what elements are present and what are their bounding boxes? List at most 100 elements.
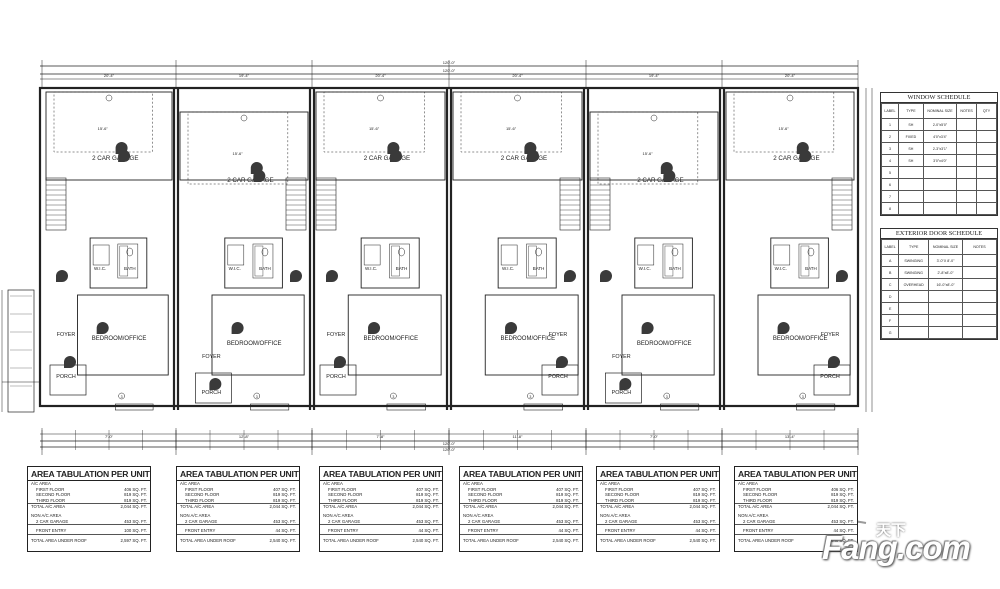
location-tag [64,356,76,368]
schedule-cell [962,266,997,279]
front-window [386,403,426,411]
unit-subdim-text: 7'-0" [650,434,659,439]
total-roof-row-label: TOTAL AREA UNDER ROOF [323,537,379,543]
schedule-cell [928,326,964,339]
third-floor-row-label: THIRD FLOOR [328,497,358,503]
location-tag [777,322,790,334]
schedule-cell [962,278,997,291]
wic-label: W.I.C. [775,266,787,271]
third-floor-row-value: 819 SQ. FT. [416,497,439,503]
garage-label: 2 CAR GARAGE [501,155,547,162]
garage-row-value: 453 SQ. FT. [416,518,439,524]
first-floor-row: FIRST FLOOR 407 SQ. FT. [177,487,299,493]
toilet-fixture [671,247,679,257]
garage-row-label: 2 CAR GARAGE [36,518,69,524]
schedule-cell [976,142,997,155]
total-ac-row-label: TOTAL A/C AREA [600,504,635,510]
third-floor-row-label: THIRD FLOOR [468,497,498,503]
schedule-cell: SH [897,142,924,155]
front-marker-label: 3 [256,395,258,399]
second-floor-row-value: 819 SQ. FT. [831,492,854,498]
front-marker [118,392,125,400]
garage-dim-text: 15'-6" [98,126,109,131]
third-floor-row-value: 819 SQ. FT. [273,497,296,503]
bedroom-room [757,294,851,376]
non-ac-heading-label: NON A/C AREA [31,512,62,518]
schedule-cell [898,302,930,315]
schedule-cell [976,118,997,131]
schedule-header-cell: LABEL [881,103,899,119]
watermark-cn: 天下 [876,521,907,539]
schedule-cell: C [880,278,900,291]
location-tag [663,170,676,182]
area-tabulation-title: AREA TABULATION PER UNIT [177,467,299,481]
stair [559,177,581,231]
bath-room [526,243,547,279]
third-floor-row-label: THIRD FLOOR [605,497,635,503]
ac-area-heading-label: A/C AREA [600,481,620,486]
bedroom-room [484,294,579,376]
porch-area [813,364,851,396]
first-floor-row-label: FIRST FLOOR [743,486,772,492]
schedule-cell: G [880,326,900,339]
schedule-cell: FIXED [897,130,924,143]
garage-room [452,91,583,181]
schedule-cell: 4'0"x3'4" [922,130,958,143]
third-floor-row-value: 819 SQ. FT. [693,497,716,503]
second-floor-row-label: SECOND FLOOR [185,492,220,498]
garage-room [589,111,719,181]
unit-width-text: 19'-4" [239,73,250,78]
garage-row-label: 2 CAR GARAGE [743,518,776,524]
door-schedule-title: EXTERIOR DOOR SCHEDULE [881,229,997,239]
stair [589,177,611,231]
location-tag [326,270,338,282]
bath-room [117,243,139,279]
schedule-cell: 3'0"x4'0" [922,154,958,167]
porch-label: PORCH [820,374,840,380]
garage-label: 2 CAR GARAGE [364,155,410,162]
second-floor-row-value: 819 SQ. FT. [693,492,716,498]
total-ac-row-label: TOTAL A/C AREA [31,504,66,510]
schedule-header-cell: LABEL [880,239,900,255]
total-roof-row-value: 2,540 SQ. FT. [552,537,579,543]
porch-label: PORCH [326,374,346,380]
schedule-cell [928,314,964,327]
location-tag [209,378,222,390]
non-ac-heading-label: NON A/C AREA [463,512,494,518]
garage-row-value: 453 SQ. FT. [831,518,854,524]
garage-label: 2 CAR GARAGE [637,177,683,184]
second-floor-row-label: SECOND FLOOR [605,492,640,498]
first-floor-row-label: FIRST FLOOR [185,486,214,492]
ac-area-heading-label: A/C AREA [31,481,51,486]
schedule-cell [922,202,958,215]
total-ac-row-value: 2,044 SQ. FT. [827,504,854,510]
foyer-label: FOYER [549,332,568,338]
first-floor-row-value: 407 SQ. FT. [273,486,296,492]
garage-room [725,91,855,181]
toilet-fixture [126,247,134,257]
schedule-cell [976,130,997,143]
bath-label: BATH [533,266,545,271]
wet-core [497,237,557,289]
second-floor-row-value: 819 SQ. FT. [556,492,579,498]
first-floor-row-label: FIRST FLOOR [605,486,634,492]
front-marker-label: 3 [802,395,804,399]
schedule-cell [976,154,997,167]
total-roof-row-value: 2,540 SQ. FT. [269,537,296,543]
schedule-header-cell: NOTES [962,239,997,255]
schedule-cell [976,190,997,203]
front-marker-label: 3 [529,395,531,399]
